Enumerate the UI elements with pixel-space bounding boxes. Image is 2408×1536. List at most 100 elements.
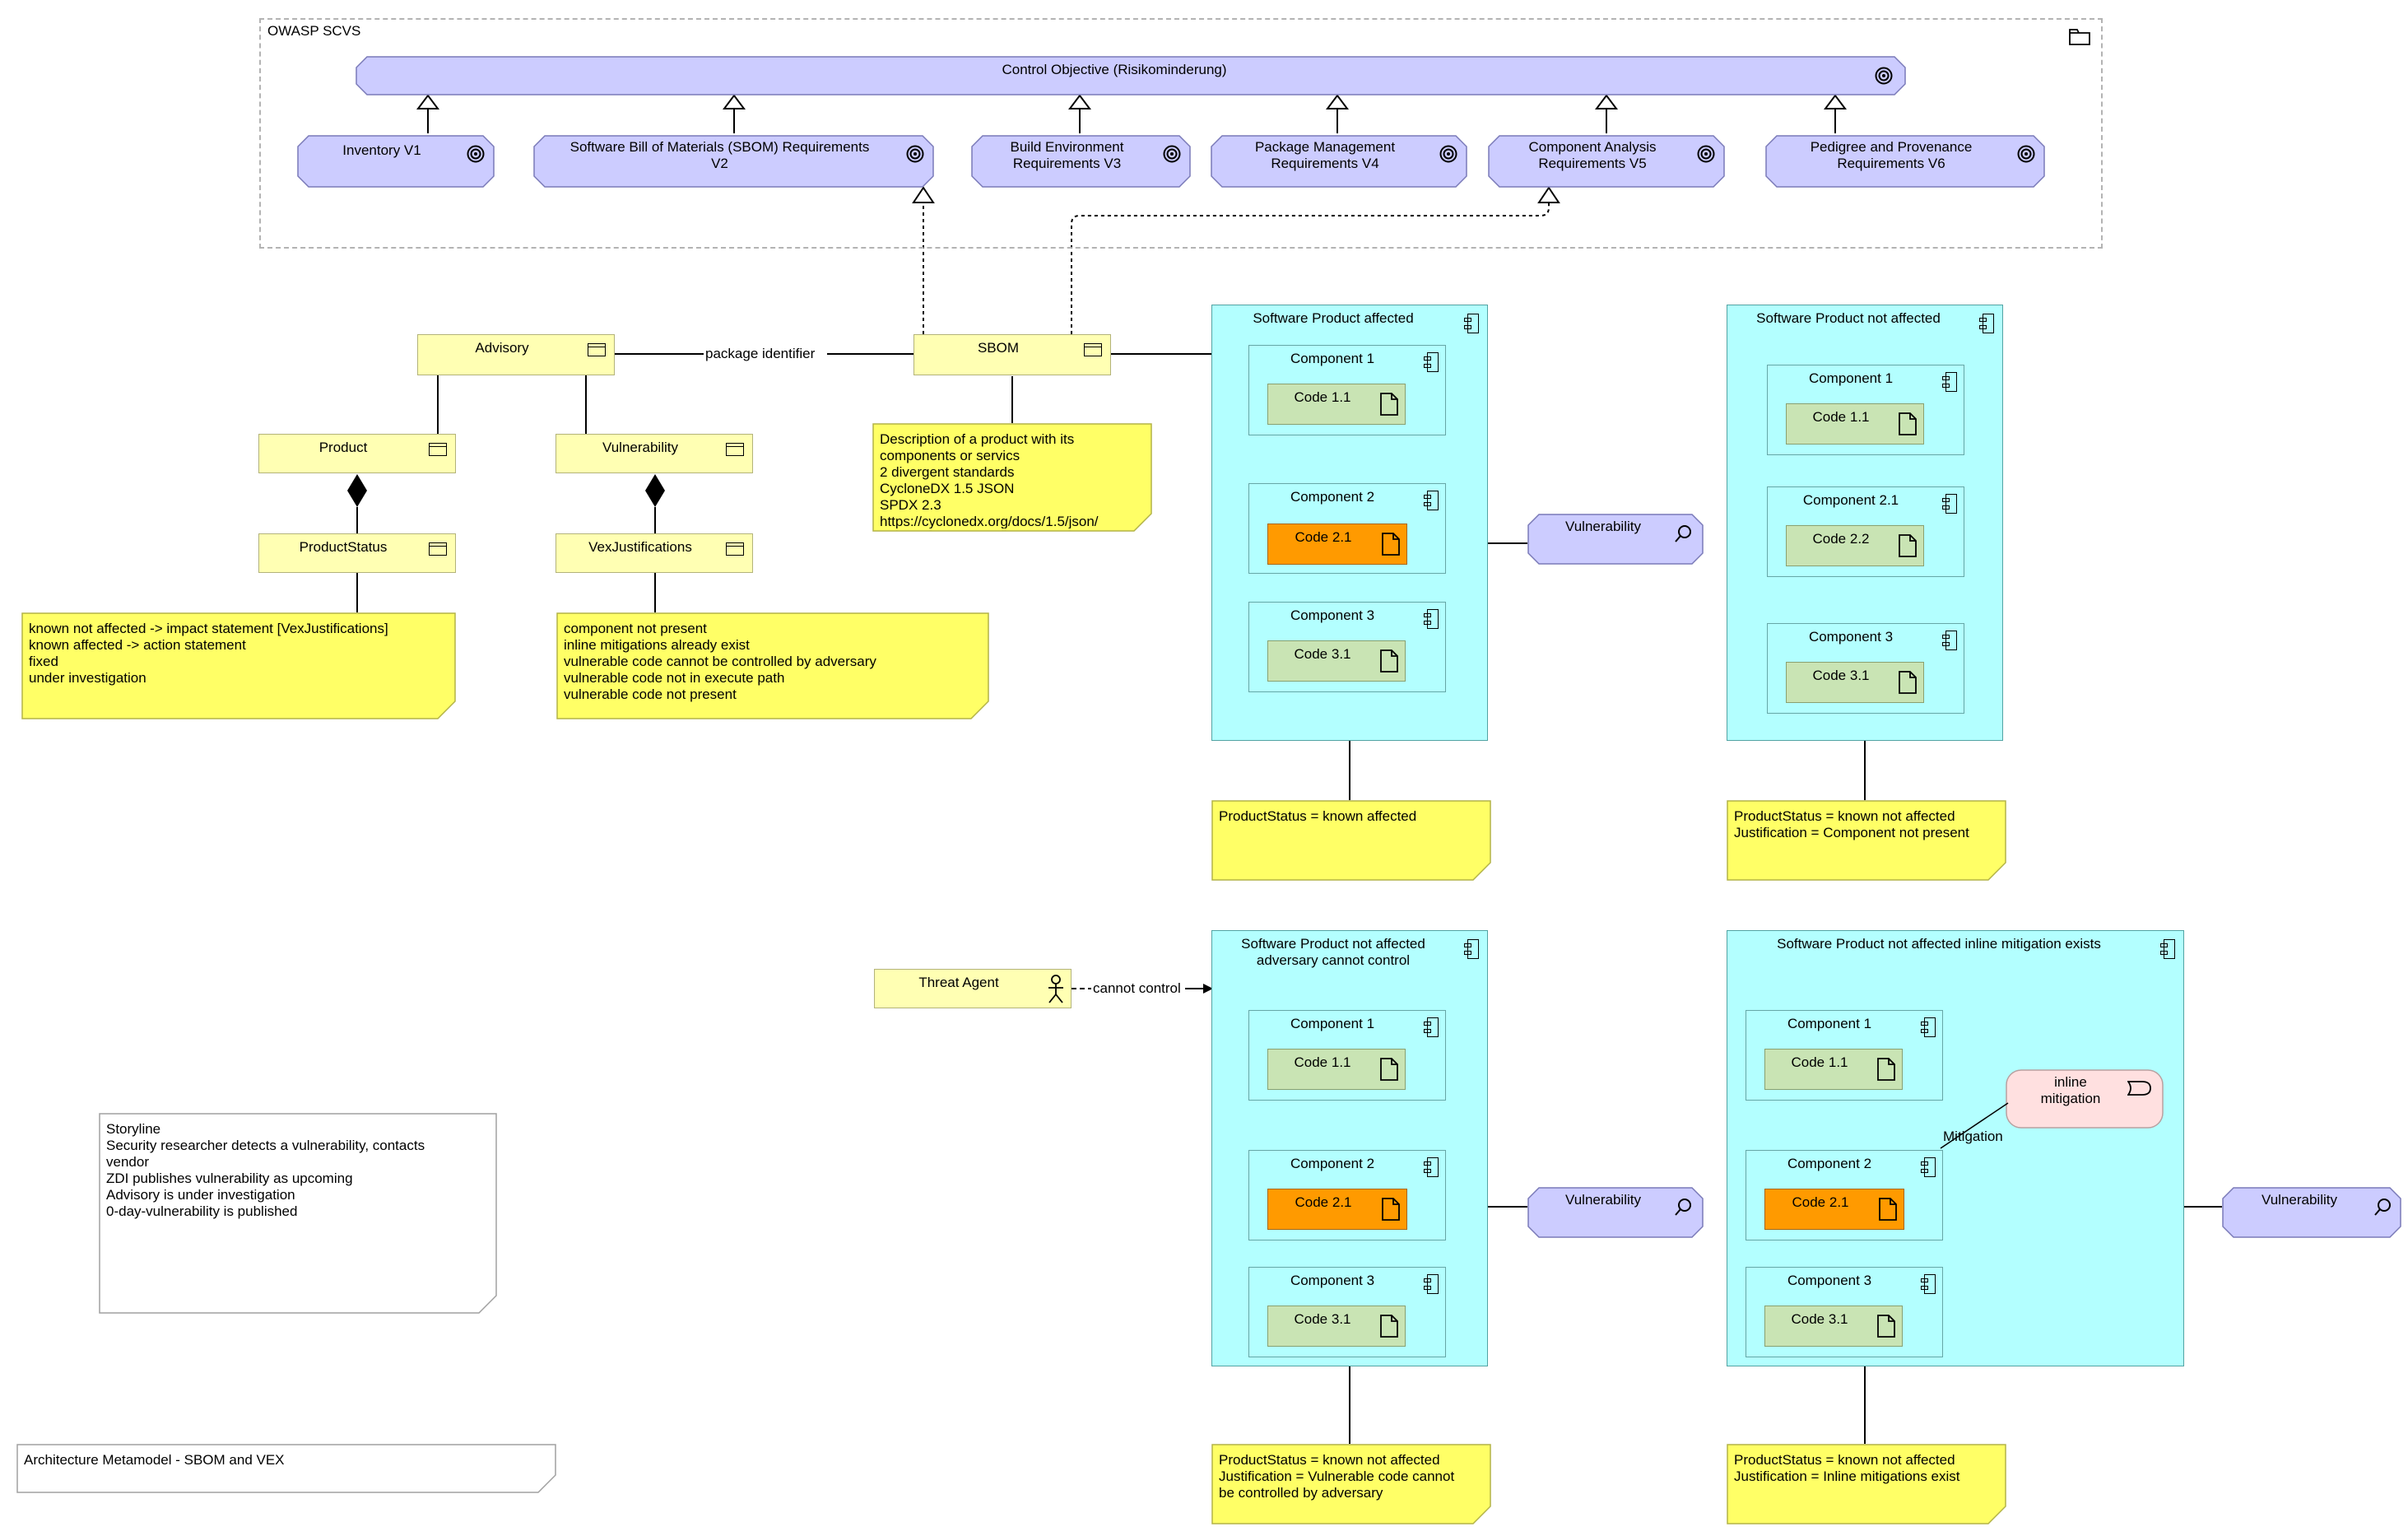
inline-mitigation-label: inline mitigation <box>2040 1074 2101 1106</box>
requirement-sbom-v2[interactable]: Software Bill of Materials (SBOM) Requir… <box>533 135 934 188</box>
document-icon <box>1380 649 1398 673</box>
note-shape <box>1727 1444 2006 1524</box>
status-affected-note[interactable]: ProductStatus = known affected <box>1211 800 1491 881</box>
note-text: component not present inline mitigations… <box>564 621 876 702</box>
component-icon <box>1979 314 1994 333</box>
vulnerable-code-artifact[interactable]: Code 2.1 <box>1267 1189 1407 1230</box>
vex-justifications-object[interactable]: VexJustifications <box>556 533 753 573</box>
document-icon <box>1877 1315 1895 1338</box>
vulnerability-object[interactable]: Vulnerability <box>556 434 753 473</box>
magnifier-icon <box>1675 1199 1691 1216</box>
sbom-object[interactable]: SBOM <box>913 334 1111 375</box>
goal-icon <box>1697 145 1715 163</box>
magnifier-icon <box>1675 525 1691 542</box>
software-product-adversary[interactable]: Software Product not affected adversary … <box>1211 930 1488 1366</box>
software-product-mitigation[interactable]: Software Product not affected inline mit… <box>1727 930 2184 1366</box>
vulnerability-assessment-adversary[interactable]: Vulnerability <box>1527 1187 1704 1238</box>
threat-agent[interactable]: Threat Agent <box>874 969 1072 1008</box>
status-not-affected-note[interactable]: ProductStatus = known not affected Justi… <box>1727 800 2006 881</box>
sbom-description-note[interactable]: Description of a product with its compon… <box>872 423 1152 532</box>
control-objective[interactable]: Control Objective (Risikominderung) <box>356 56 1906 95</box>
product-status-note[interactable]: known not affected -> impact statement [… <box>21 612 456 719</box>
requirement-build-env-v3[interactable]: Build Environment Requirements V3 <box>971 135 1191 188</box>
status-adversary-note[interactable]: ProductStatus = known not affected Justi… <box>1211 1444 1491 1524</box>
goal-shape <box>1488 135 1725 188</box>
requirement-component-analysis-v5[interactable]: Component Analysis Requirements V5 <box>1488 135 1725 188</box>
storyline-note[interactable]: Storyline Security researcher detects a … <box>99 1113 497 1314</box>
sbom-label: SBOM <box>977 340 1020 356</box>
code-artifact[interactable]: Code 3.1 <box>1786 662 1924 703</box>
component-icon <box>1424 491 1439 510</box>
component-2[interactable]: Component 2 Code 2.1 <box>1746 1150 1943 1240</box>
product-status-object[interactable]: ProductStatus <box>258 533 456 573</box>
code-artifact[interactable]: Code 3.1 <box>1267 1306 1406 1347</box>
code-artifact[interactable]: Code 1.1 <box>1267 1049 1406 1090</box>
code-artifact[interactable]: Code 1.1 <box>1267 384 1406 425</box>
component-2[interactable]: Component 2 Code 2.1 <box>1248 483 1446 574</box>
advisory-label: Advisory <box>475 340 529 356</box>
vulnerability-assessment-mitigation[interactable]: Vulnerability <box>2222 1187 2401 1238</box>
assessment-shape <box>1527 1187 1704 1238</box>
note-text: ProductStatus = known affected <box>1219 808 1417 824</box>
component-icon <box>1921 1017 1936 1037</box>
component-2-1[interactable]: Component 2.1 Code 2.2 <box>1767 486 1964 577</box>
component-label: Component 3 <box>1290 1273 1375 1288</box>
goal-icon <box>467 145 485 163</box>
component-icon <box>1942 372 1957 392</box>
code-artifact[interactable]: Code 3.1 <box>1764 1306 1903 1347</box>
code-label: Code 1.1 <box>1812 409 1870 425</box>
note-shape <box>1727 800 2006 881</box>
requirement-pedigree-v6[interactable]: Pedigree and Provenance Requirements V6 <box>1765 135 2045 188</box>
component-label: Component 2 <box>1290 1156 1375 1171</box>
goal-shape <box>297 135 495 188</box>
software-product-affected[interactable]: Software Product affected Component 1 Co… <box>1211 305 1488 741</box>
component-3[interactable]: Component 3 Code 3.1 <box>1767 623 1964 714</box>
component-icon <box>1942 494 1957 514</box>
product-title: Software Product not affected inline mit… <box>1777 936 2101 952</box>
component-label: Component 3 <box>1290 607 1375 623</box>
business-object-icon <box>726 542 744 556</box>
goal-icon <box>2017 145 2035 163</box>
code-label: Code 3.1 <box>1791 1311 1848 1327</box>
note-shape <box>99 1113 497 1314</box>
vex-justifications-note[interactable]: component not present inline mitigations… <box>556 612 989 719</box>
code-artifact[interactable]: Code 3.1 <box>1267 640 1406 682</box>
advisory-object[interactable]: Advisory <box>417 334 615 375</box>
component-icon <box>1942 631 1957 650</box>
code-artifact[interactable]: Code 2.2 <box>1786 525 1924 566</box>
vulnerable-code-artifact[interactable]: Code 2.1 <box>1764 1189 1904 1230</box>
vulnerability-assessment-top[interactable]: Vulnerability <box>1527 514 1704 565</box>
code-label: Code 2.1 <box>1295 529 1352 545</box>
business-object-icon <box>429 542 447 556</box>
code-label: Code 1.1 <box>1294 1054 1351 1070</box>
component-1[interactable]: Component 1 Code 1.1 <box>1746 1010 1943 1101</box>
component-1[interactable]: Component 1 Code 1.1 <box>1767 365 1964 455</box>
requirement-package-mgmt-v4[interactable]: Package Management Requirements V4 <box>1211 135 1467 188</box>
goal-icon <box>1875 67 1893 85</box>
goal-icon <box>1163 145 1181 163</box>
actor-icon <box>1048 975 1063 1003</box>
software-product-not-affected[interactable]: Software Product not affected Component … <box>1727 305 2003 741</box>
component-1[interactable]: Component 1 Code 1.1 <box>1248 345 1446 435</box>
component-2[interactable]: Component 2 Code 2.1 <box>1248 1150 1446 1240</box>
component-icon <box>1921 1157 1936 1177</box>
code-artifact[interactable]: Code 1.1 <box>1764 1049 1903 1090</box>
product-object[interactable]: Product <box>258 434 456 473</box>
component-label: Component 2.1 <box>1802 492 1899 508</box>
document-icon <box>1877 1058 1895 1081</box>
assessment-shape <box>2222 1187 2401 1238</box>
threat-agent-label: Threat Agent <box>918 975 999 990</box>
component-3[interactable]: Component 3 Code 3.1 <box>1248 602 1446 692</box>
vulnerable-code-artifact[interactable]: Code 2.1 <box>1267 524 1407 565</box>
code-artifact[interactable]: Code 1.1 <box>1786 403 1924 445</box>
component-3[interactable]: Component 3 Code 3.1 <box>1746 1267 1943 1357</box>
component-3[interactable]: Component 3 Code 3.1 <box>1248 1267 1446 1357</box>
goal-shape <box>971 135 1191 188</box>
requirement-label: Package Management Requirements V4 <box>1254 139 1396 171</box>
status-mitigation-note[interactable]: ProductStatus = known not affected Justi… <box>1727 1444 2006 1524</box>
component-1[interactable]: Component 1 Code 1.1 <box>1248 1010 1446 1101</box>
inline-mitigation-control[interactable]: inline mitigation <box>2006 1069 2164 1129</box>
diagram-caption: Architecture Metamodel - SBOM and VEX <box>16 1444 556 1493</box>
requirement-inventory-v1[interactable]: Inventory V1 <box>297 135 495 188</box>
document-icon <box>1899 412 1917 435</box>
